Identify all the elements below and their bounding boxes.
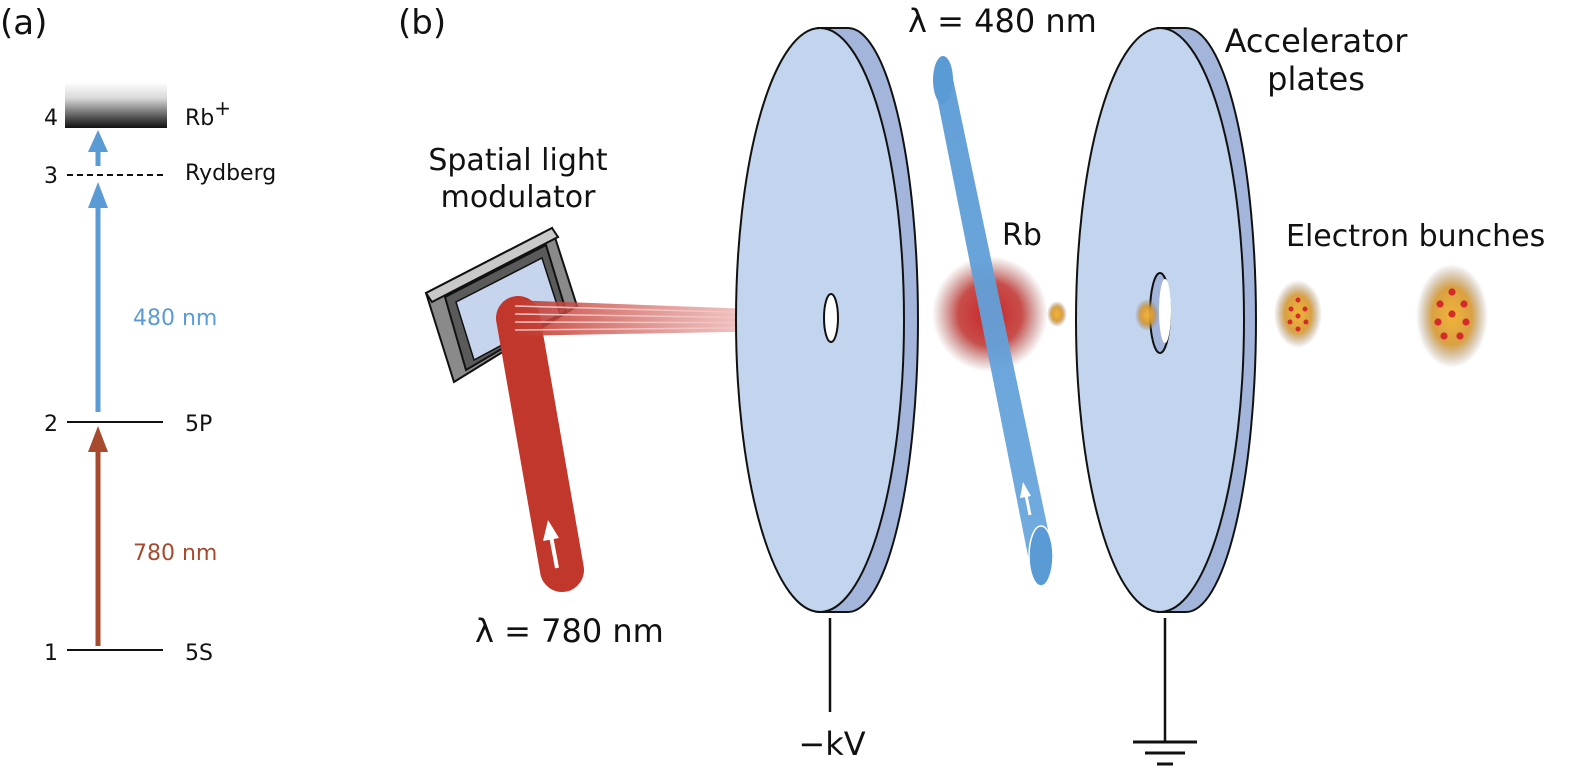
voltage-label: −kV — [798, 725, 865, 763]
transition-label-480: 480 nm — [133, 306, 217, 331]
transition-label-780: 780 nm — [133, 541, 217, 566]
atom-label: Rb — [1002, 218, 1042, 253]
red-beam-label: λ = 780 nm — [475, 612, 664, 650]
level-number-1: 1 — [44, 641, 58, 666]
blue-beam-label: λ = 480 nm — [908, 2, 1097, 40]
rb-ion-superscript: + — [214, 96, 231, 120]
transition-arrow-780-head — [88, 426, 108, 452]
transition-arrow-480-head — [88, 182, 108, 208]
electron-bunch-large — [1416, 264, 1488, 368]
plates-label-line2: plates — [1267, 60, 1365, 98]
red-beam-arrow-head — [543, 520, 559, 541]
bunches-label: Electron bunches — [1286, 219, 1545, 254]
panel-b-label: (b) — [398, 3, 446, 43]
blue-beam-arrow-shaft — [1024, 494, 1032, 516]
electron-bunch-medium — [1274, 280, 1322, 348]
panel-a-label: (a) — [0, 3, 47, 43]
blue-beam-arrow-head — [1020, 482, 1031, 498]
cathode-aperture — [823, 293, 839, 343]
level-name-5p: 5P — [185, 412, 212, 437]
level-name-rb-ion: Rb+ — [185, 96, 231, 131]
slm-label-line1: Spatial light — [428, 143, 608, 178]
electron-bunch-small — [1047, 301, 1067, 327]
blue-beam — [933, 56, 1054, 587]
ionization-arrow-head — [88, 130, 108, 152]
level-name-5s: 5S — [185, 641, 213, 666]
level-number-3: 3 — [44, 164, 58, 189]
red-beam-arrow-shaft — [549, 535, 559, 569]
slm-label-line2: modulator — [441, 180, 596, 215]
ionization-continuum — [65, 82, 167, 128]
plates-label-line1: Accelerator — [1225, 22, 1409, 60]
ground-icon — [1133, 740, 1197, 766]
cathode-plate — [735, 27, 919, 613]
level-number-4: 4 — [44, 106, 58, 131]
electron-bunch-in-aperture — [1135, 299, 1159, 331]
red-beam — [496, 296, 584, 592]
rb-ion-base: Rb — [185, 106, 214, 131]
anode-plate — [1075, 27, 1257, 613]
level-name-rydberg: Rydberg — [185, 161, 276, 186]
level-number-2: 2 — [44, 412, 58, 437]
